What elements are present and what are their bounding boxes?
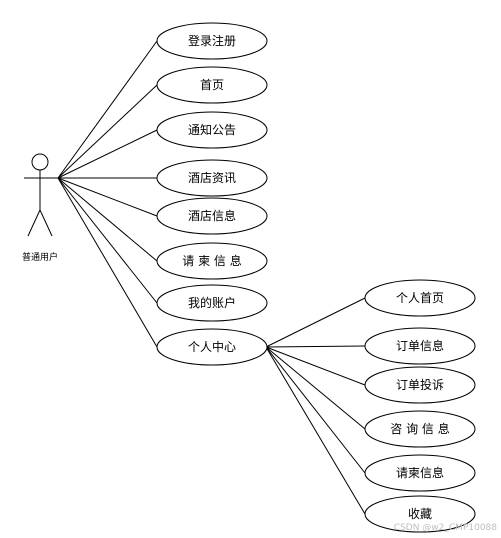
use-case-notice[interactable]: 通知公告 [156,111,268,149]
watermark: CSDN @w2_CMP10088 [394,523,497,533]
assoc-home [57,84,158,179]
use-case-consult-info[interactable]: 咨 询 信 息 [364,410,476,448]
assoc-my-account [57,177,158,304]
assoc-consult-info [265,346,366,430]
assoc-notice [57,129,158,179]
use-case-home[interactable]: 首页 [156,66,268,104]
use-case-personal-center[interactable]: 个人中心 [156,328,268,366]
assoc-hotel-info [57,177,158,217]
use-case-label: 酒店资讯 [188,171,236,185]
use-case-label: 我的账户 [188,295,236,310]
use-case-my-account[interactable]: 我的账户 [156,284,268,322]
actor-right-leg [39,209,53,237]
use-case-login[interactable]: 登录注册 [156,22,268,60]
assoc-invitation-info [265,346,366,474]
use-case-label: 登录注册 [188,33,236,48]
use-case-personal-home[interactable]: 个人首页 [364,279,476,317]
assoc-favorites [265,346,366,515]
actor: 普通用户 [22,153,58,263]
use-case-label: 个人首页 [396,291,444,305]
use-case-label: 酒店信息 [188,208,236,223]
use-case-label: 订单投诉 [396,377,444,392]
use-case-invitation-info[interactable]: 请柬信息 [364,454,476,492]
assoc-order-complaint [265,346,366,386]
use-case-label: 首页 [200,78,224,92]
use-case-hotel-info[interactable]: 酒店信息 [156,197,268,235]
use-case-label: 订单信息 [396,338,444,353]
use-case-label: 个人中心 [188,339,236,354]
assoc-personal-center [57,177,158,348]
assoc-request-info [57,177,158,262]
use-case-favorites[interactable]: 收藏 [364,495,476,533]
use-case-label: 请 柬 信 息 [182,253,241,268]
assoc-login [57,40,158,179]
use-case-label: 咨 询 信 息 [390,421,449,436]
assoc-order-info [265,345,366,348]
use-case-label: 通知公告 [188,123,236,137]
use-case-label: 收藏 [408,507,432,521]
actor-associations [57,40,158,348]
actor-left-leg [27,209,41,237]
use-case-request-info[interactable]: 请 柬 信 息 [156,242,268,280]
actor-head [31,153,49,171]
use-case-order-info[interactable]: 订单信息 [364,327,476,365]
use-case-order-complaint[interactable]: 订单投诉 [364,366,476,404]
actor-label: 普通用户 [22,251,58,263]
assoc-personal-home [265,297,366,348]
use-case-hotel-news[interactable]: 酒店资讯 [156,159,268,197]
use-case-label: 请柬信息 [396,465,444,480]
center-associations [265,297,366,515]
